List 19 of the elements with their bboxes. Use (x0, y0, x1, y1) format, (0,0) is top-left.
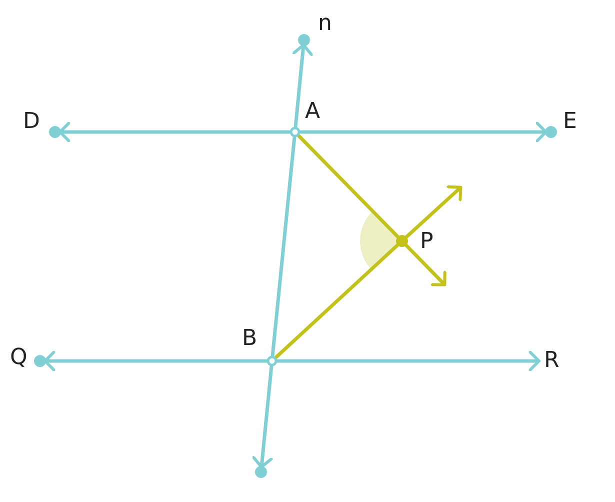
point-label: B (242, 327, 258, 351)
ray-arrow (404, 244, 446, 286)
point-label: E (563, 110, 577, 134)
ray-arrow (276, 350, 540, 372)
ray-arrow (44, 350, 268, 372)
point-label: D (23, 110, 40, 134)
ray-arrow (404, 185, 462, 239)
ray-arrow (299, 122, 548, 142)
point-label: A (305, 100, 320, 124)
point-label: Q (10, 346, 28, 370)
ray-arrow (58, 122, 291, 142)
point-label: n (318, 12, 332, 36)
ray-arrow (252, 365, 274, 469)
point-label: P (420, 230, 434, 254)
line-segment (297, 134, 400, 238)
ray-arrow (292, 43, 314, 128)
point-label: R (544, 349, 560, 373)
line-segment (274, 243, 400, 359)
line-segment (270, 136, 296, 357)
